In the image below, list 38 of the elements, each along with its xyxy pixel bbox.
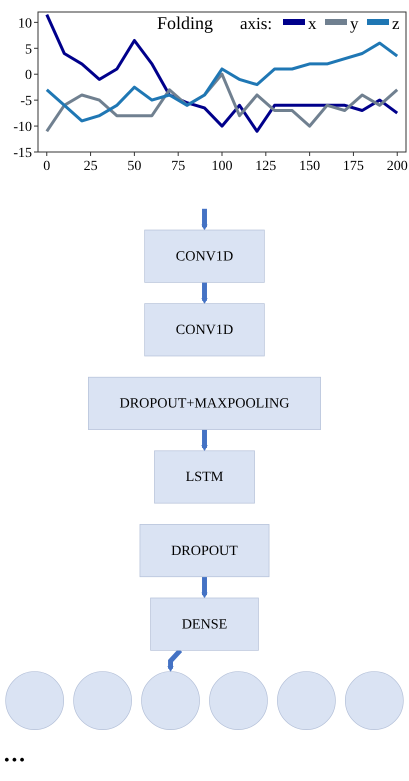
- tick-label: 0: [43, 159, 50, 172]
- tick-label: 175: [342, 159, 364, 172]
- node-circle: [5, 671, 64, 730]
- tick-label: -15: [13, 146, 32, 161]
- node-box: DROPOUT+MAXPOOLING: [88, 376, 321, 430]
- tick-label: -10: [13, 120, 32, 136]
- chart-title: Folding: [157, 13, 213, 33]
- tick-label: -5: [20, 94, 32, 110]
- tick-label: 10: [18, 16, 32, 32]
- tick-label: 25: [84, 159, 98, 172]
- node-circle: [277, 671, 336, 730]
- legend-label: x: [308, 14, 316, 33]
- arrow: [201, 208, 208, 230]
- arrow: [201, 576, 208, 598]
- node-box: CONV1D: [144, 230, 265, 283]
- node-box: DROPOUT: [140, 524, 270, 578]
- node-circle: [141, 671, 200, 730]
- tick-label: 5: [25, 42, 32, 58]
- legend-label: z: [392, 14, 400, 33]
- tick-label: 150: [299, 159, 320, 172]
- ellipsis: •••: [4, 752, 27, 770]
- tick-label: 0: [25, 68, 32, 84]
- node-circle: [344, 671, 404, 730]
- node-box: DENSE: [150, 598, 259, 651]
- arrow: [201, 430, 208, 452]
- node-circle: [73, 671, 132, 730]
- arrow: [201, 282, 208, 304]
- legend-label: y: [350, 14, 358, 33]
- node-circle: [209, 671, 268, 730]
- tick-label: 50: [127, 159, 142, 172]
- tick-label: 100: [212, 159, 232, 172]
- legend-heading: axis:: [240, 14, 272, 33]
- tick-label: 200: [386, 159, 408, 172]
- node-box: LSTM: [154, 450, 255, 504]
- tick-label: 75: [171, 159, 186, 172]
- tick-label: 125: [255, 159, 276, 172]
- node-box: CONV1D: [144, 303, 265, 356]
- arrow: [167, 648, 182, 672]
